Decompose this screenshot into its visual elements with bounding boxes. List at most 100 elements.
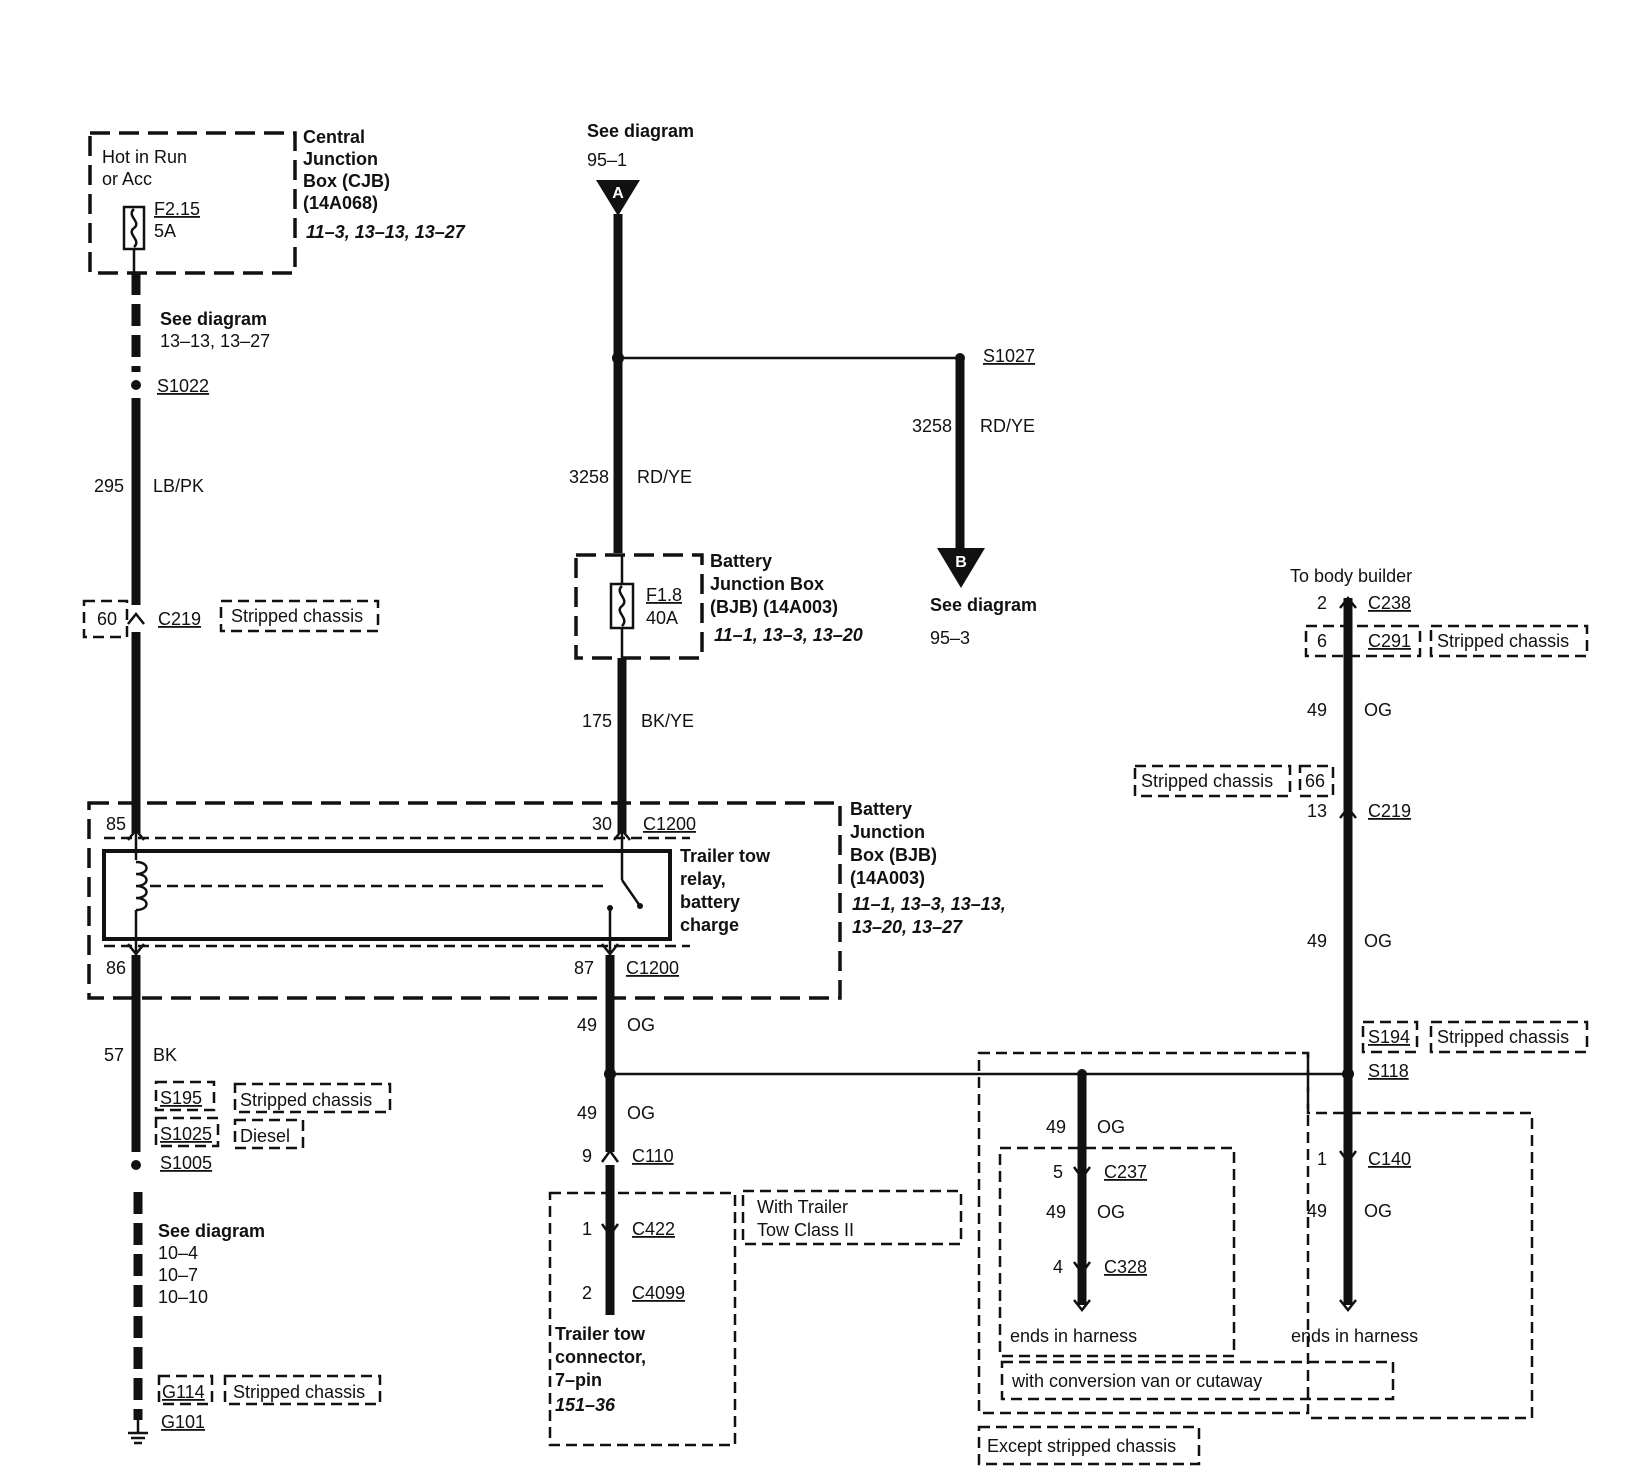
splice-dot — [131, 1160, 141, 1170]
cjb-hot-text: Hot in Run — [102, 147, 187, 167]
branch-s1027: S1027 3258 RD/YE B See diagram 95–3 — [618, 346, 1037, 648]
connector-arrow-icon — [600, 1148, 620, 1163]
pin-66: 66 — [1305, 771, 1325, 791]
pin-1: 1 — [1317, 1149, 1327, 1169]
splice-s195: S195 — [160, 1088, 202, 1108]
switch-contact-icon — [620, 879, 642, 907]
pin-2: 2 — [582, 1283, 592, 1303]
stripped-chassis-note: Stripped chassis — [1437, 1027, 1569, 1047]
bjb-title-4: (14A003) — [850, 868, 925, 888]
splice-box — [154, 1080, 216, 1112]
bjb-title-3: (BJB) (14A003) — [710, 597, 838, 617]
trailer-connector-title-2: connector, — [555, 1347, 646, 1367]
pin-box — [1298, 764, 1335, 798]
ground-g114: G114 — [162, 1382, 205, 1402]
splice-box — [154, 1116, 220, 1148]
pin-6: 6 — [1317, 631, 1327, 651]
stripped-chassis-note: Stripped chassis — [1141, 771, 1273, 791]
ends-in-harness-label: ends in harness — [1010, 1326, 1137, 1346]
cjb-title: Central — [303, 127, 365, 147]
pin-arrow-icon — [613, 827, 631, 841]
except-stripped-outline-right — [1306, 1053, 1534, 1420]
cjb-title-2: Junction — [303, 149, 378, 169]
see-diagram-label: See diagram — [158, 1221, 265, 1241]
see-diagram-ref: 10–4 — [158, 1243, 198, 1263]
circuit-number-49: 49 — [1307, 1201, 1327, 1221]
conversion-van-note: with conversion van or cutaway — [1011, 1371, 1262, 1391]
trailer-class-note-box — [741, 1189, 963, 1246]
trailer-connector-title: Trailer tow — [555, 1324, 646, 1344]
fuse-element-icon — [618, 585, 626, 627]
right-og-circuit: To body builder 2 C238 6 C291 Stripped c… — [1133, 566, 1589, 1420]
note-box — [223, 1374, 382, 1406]
connector-c4099: C4099 — [632, 1283, 685, 1303]
connector-letter-a: A — [612, 185, 624, 202]
middle-og-branch: 49 OG 5 C237 49 OG 4 C328 ends in harnes… — [977, 1051, 1395, 1466]
splice-s194: S194 — [1368, 1027, 1410, 1047]
wire-color-bk: BK — [153, 1045, 177, 1065]
connector-c238: C238 — [1368, 593, 1411, 613]
bjb-fuse-box: F1.8 40A Battery Junction Box (BJB) (14A… — [574, 551, 863, 833]
circuit-number-49: 49 — [1307, 700, 1327, 720]
wire-end-icon — [1339, 1299, 1357, 1313]
pin-5: 5 — [1053, 1162, 1063, 1182]
left-circuit-295: See diagram 13–13, 13–27 S1022 295 LB/PK… — [82, 249, 380, 833]
circuit-number-49: 49 — [1307, 931, 1327, 951]
circuit-number-49: 49 — [577, 1103, 597, 1123]
relay-title-3: battery — [680, 892, 740, 912]
to-body-builder-label: To body builder — [1290, 566, 1412, 586]
off-page-connector-b-icon — [937, 548, 985, 588]
see-diagram-ref: 95–1 — [587, 150, 627, 170]
see-diagram-label: See diagram — [587, 121, 694, 141]
relay-title: Trailer tow — [680, 846, 771, 866]
ends-in-harness-label: ends in harness — [1291, 1326, 1418, 1346]
wire-color-og: OG — [1097, 1117, 1125, 1137]
connector-c219: C219 — [1368, 801, 1411, 821]
c291-box — [1304, 624, 1422, 658]
except-stripped-outline — [977, 1051, 1310, 1415]
connector-arrow-icon — [1072, 1166, 1092, 1181]
pin-arrow-icon — [601, 943, 619, 957]
fuse-amp-label: 5A — [154, 221, 176, 241]
splice-dot — [131, 380, 141, 390]
ground-symbol-icon — [128, 1420, 148, 1445]
connector-arrow-icon — [1339, 595, 1357, 609]
stripped-chassis-box — [219, 599, 380, 633]
wire-end-icon — [1073, 1299, 1091, 1313]
cjb-refs: 11–3, 13–13, 13–27 — [306, 222, 466, 242]
conversion-note-box — [1000, 1360, 1395, 1401]
note-box — [233, 1082, 392, 1114]
bjb-dashed-outline — [574, 553, 704, 660]
note-box — [233, 1118, 305, 1150]
trailer-tow-relay-box: 85 86 30 87 C1200 C1200 Trailer tow rela… — [87, 799, 1006, 1000]
bjb-title-2: Junction Box — [710, 574, 824, 594]
connector-arrow-icon — [600, 1223, 620, 1238]
splice-s1005: S1005 — [160, 1153, 212, 1173]
relay-title-4: charge — [680, 915, 739, 935]
circuit-number-49: 49 — [577, 1015, 597, 1035]
connector-c219: C219 — [158, 609, 201, 629]
off-page-connector-a-icon — [596, 180, 640, 216]
bjb-relay-dashed-outline — [87, 801, 842, 1000]
wire-color-og: OG — [1364, 700, 1392, 720]
switch-pivot — [637, 903, 643, 909]
pin-4: 4 — [1053, 1257, 1063, 1277]
bjb-title: Battery — [710, 551, 772, 571]
splice-s1025: S1025 — [160, 1124, 212, 1144]
cjb-title-3: Box (CJB) — [303, 171, 390, 191]
except-stripped-note-box — [977, 1425, 1201, 1466]
see-diagram-label: See diagram — [160, 309, 267, 329]
wire-color-og: OG — [1097, 1202, 1125, 1222]
connector-arrow-icon — [1338, 1150, 1358, 1165]
stripped-chassis-box — [1429, 1020, 1589, 1054]
circuit-number-175: 175 — [582, 711, 612, 731]
pin-86: 86 — [106, 958, 126, 978]
fuse-amp-label: 40A — [646, 608, 678, 628]
pin-85: 85 — [106, 814, 126, 834]
see-diagram-ref-2: 10–7 — [158, 1265, 198, 1285]
trailer-class-note: With Trailer — [757, 1197, 848, 1217]
ground-g101: G101 — [161, 1412, 205, 1432]
stripped-chassis-box — [1133, 764, 1292, 798]
stripped-chassis-note: Stripped chassis — [240, 1090, 372, 1110]
pin-30: 30 — [592, 814, 612, 834]
